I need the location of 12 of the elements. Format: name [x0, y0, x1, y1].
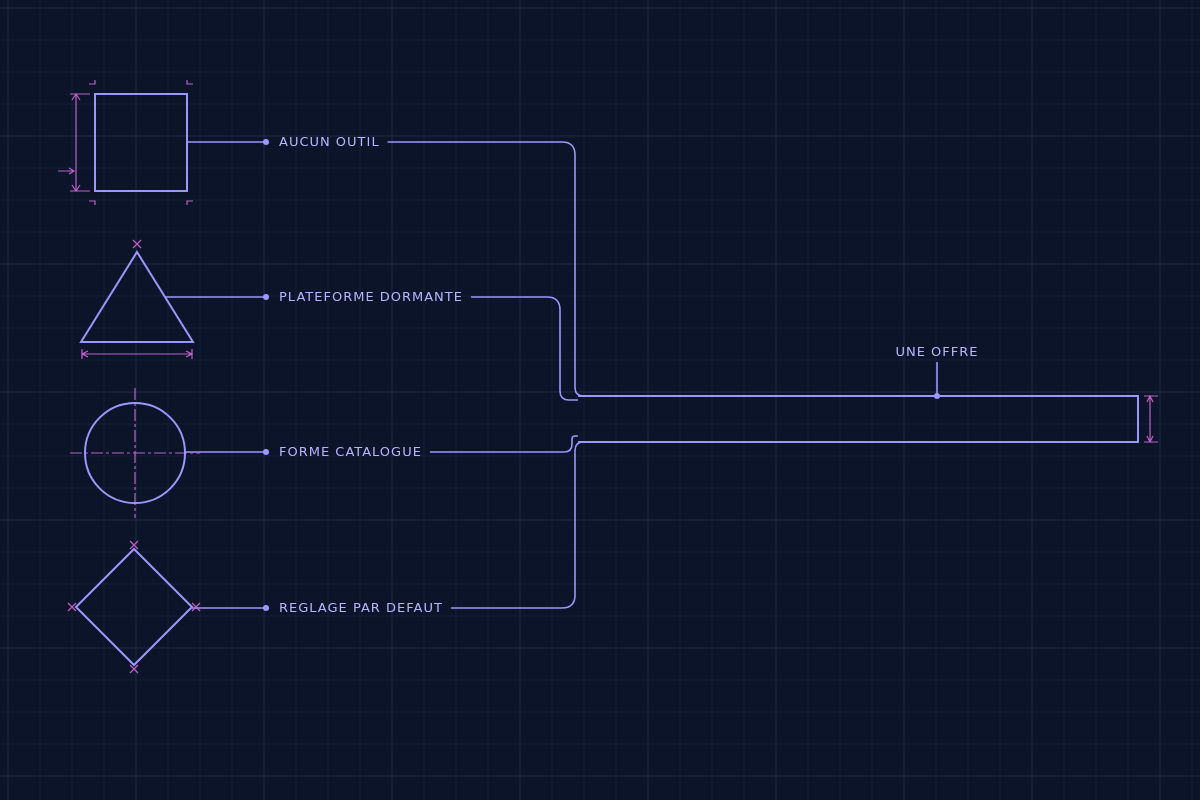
connector-line	[470, 296, 579, 401]
callout-label: UNE OFFRE	[895, 344, 979, 360]
connector-line	[429, 435, 579, 453]
callout-label: AUCUN OUTIL	[266, 134, 380, 150]
callout-label: FORME CATALOGUE	[266, 444, 422, 460]
leader-line	[191, 604, 270, 612]
leader-line	[933, 361, 941, 400]
leader-line	[184, 448, 270, 456]
callout-label: REGLAGE PAR DEFAUT	[266, 600, 443, 616]
leader-line	[164, 293, 270, 301]
callout-label: PLATEFORME DORMANTE	[266, 289, 463, 305]
leader-line	[186, 138, 270, 146]
